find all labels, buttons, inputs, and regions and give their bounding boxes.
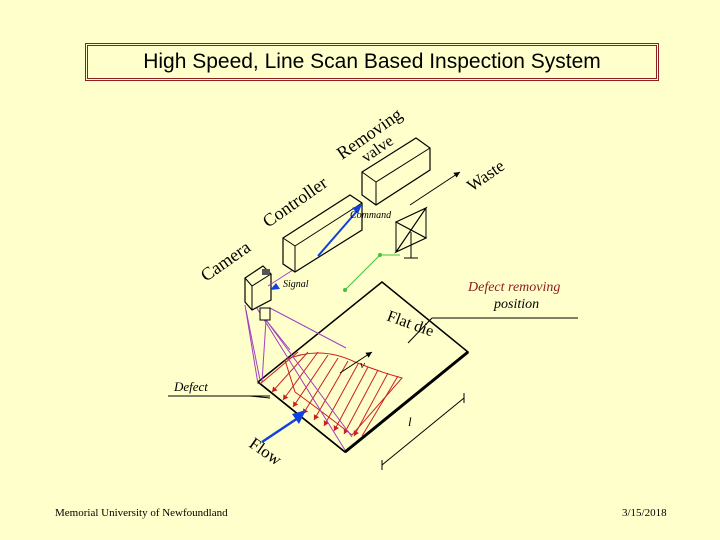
length-label: l	[408, 414, 412, 429]
controller-box	[282, 194, 363, 273]
footer-institution: Memorial University of Newfoundland	[55, 507, 228, 519]
command-line	[344, 254, 400, 291]
command-label: Command	[350, 210, 392, 221]
defect-region	[259, 351, 403, 437]
controller-to-valve-arrow	[317, 209, 359, 257]
waste-label: Waste	[463, 156, 508, 195]
flat-die-plate	[256, 281, 470, 454]
signal-line	[267, 267, 297, 287]
signal-arrow	[270, 283, 280, 290]
signal-label: Signal	[283, 279, 309, 290]
defect-label: Defect	[173, 379, 208, 394]
camera-view-lines	[244, 304, 353, 451]
footer-date: 3/15/2018	[622, 507, 667, 519]
removing-valve-box	[361, 137, 431, 206]
defect-removing-label-line1: Defect removing	[467, 280, 560, 295]
flow-label: Flow	[246, 434, 286, 470]
flow-arrow	[261, 416, 299, 444]
waste-arrow	[409, 171, 461, 206]
slide-title: High Speed, Line Scan Based Inspection S…	[85, 43, 659, 81]
length-dimension	[381, 393, 465, 470]
velocity-arrow	[339, 351, 373, 374]
defect-removing-label-line2: position	[493, 297, 539, 312]
camera-device	[244, 265, 272, 321]
valve-symbol	[394, 206, 428, 259]
velocity-label: v	[360, 359, 365, 371]
